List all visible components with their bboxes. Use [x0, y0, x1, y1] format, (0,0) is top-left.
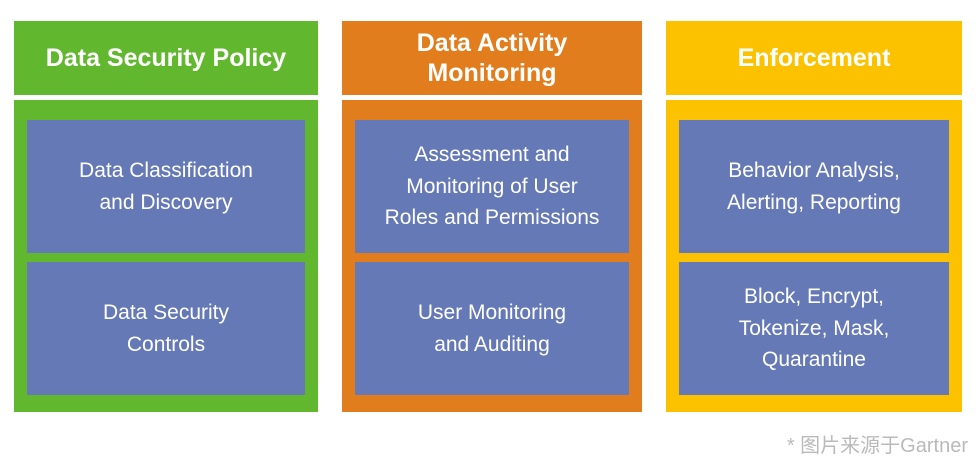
item-assessment-and-monitoring-of-user-roles-and-permissions: Assessment and Monitoring of User Roles …: [355, 120, 629, 253]
item-block-encrypt-tokenize-mask-quarantine: Block, Encrypt, Tokenize, Mask, Quaranti…: [679, 262, 949, 395]
item-user-monitoring-and-auditing: User Monitoring and Auditing: [355, 262, 629, 395]
item-data-security-controls: Data Security Controls: [27, 262, 305, 395]
column-body-enforcement: Behavior Analysis, Alerting, Reporting B…: [666, 100, 962, 412]
column-body-data-activity-monitoring: Assessment and Monitoring of User Roles …: [342, 100, 642, 412]
item-behavior-analysis-alerting-reporting: Behavior Analysis, Alerting, Reporting: [679, 120, 949, 253]
column-body-data-security-policy: Data Classification and Discovery Data S…: [14, 100, 318, 412]
column-header-enforcement: Enforcement: [666, 21, 962, 95]
item-data-classification-and-discovery: Data Classification and Discovery: [27, 120, 305, 253]
column-enforcement: Enforcement Behavior Analysis, Alerting,…: [666, 21, 962, 412]
columns-row: Data Security Policy Data Classification…: [14, 21, 962, 412]
column-data-security-policy: Data Security Policy Data Classification…: [14, 21, 318, 412]
column-data-activity-monitoring: Data Activity Monitoring Assessment and …: [342, 21, 642, 412]
column-header-data-activity-monitoring: Data Activity Monitoring: [342, 21, 642, 95]
column-header-data-security-policy: Data Security Policy: [14, 21, 318, 95]
source-footnote: * 图片来源于Gartner: [786, 435, 968, 457]
